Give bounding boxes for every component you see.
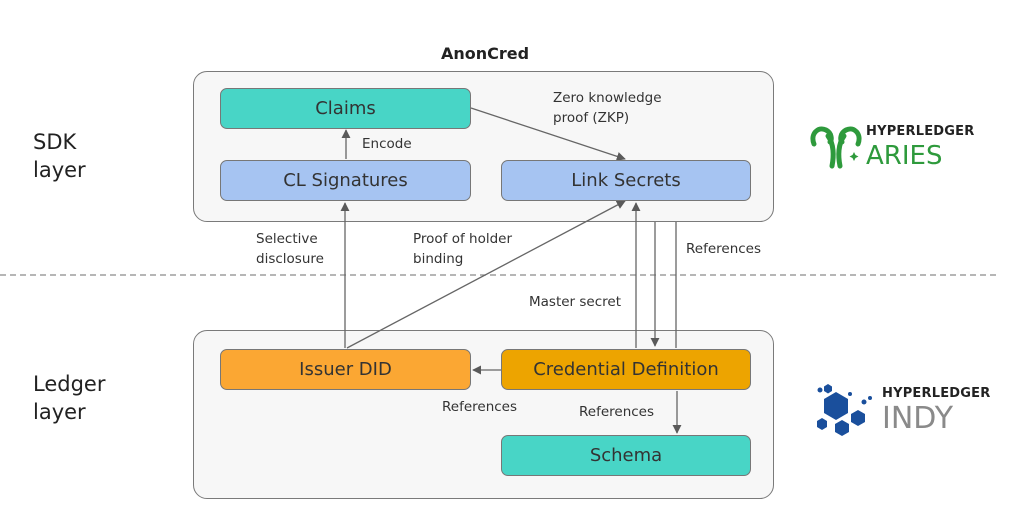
indy-name-text: INDY [882, 401, 954, 436]
references-top-label: References [686, 241, 762, 257]
references-schema-label: References [579, 404, 655, 420]
master-secret-label: Master secret [529, 294, 622, 310]
indy-hyperledger-text: HYPERLEDGER [882, 386, 991, 401]
sdk-layer-line2: layer [33, 158, 86, 182]
zkp-label: Zero knowledge proof (ZKP) [553, 88, 662, 128]
ledger-layer-line2: layer [33, 400, 86, 424]
schema-node: Schema [501, 435, 751, 476]
sdk-layer-line1: SDK [33, 130, 77, 154]
references-issuer-label: References [442, 399, 518, 415]
ledger-layer-label: Ledger layer [33, 370, 105, 426]
holder-binding-line1: Proof of holder [413, 231, 513, 247]
hyperledger-indy-logo: HYPERLEDGER INDY [814, 380, 1004, 440]
claims-node: Claims [220, 88, 471, 129]
zkp-label-line2: proof (ZKP) [553, 110, 630, 126]
selective-disclosure-line2: disclosure [256, 251, 324, 267]
diagram-title: AnonCred [440, 44, 530, 63]
holder-binding-line2: binding [413, 251, 464, 267]
sdk-layer-label: SDK layer [33, 128, 86, 184]
credential-definition-node: Credential Definition [501, 349, 751, 390]
selective-disclosure-label: Selective disclosure [256, 229, 324, 269]
encode-label: Encode [362, 136, 412, 152]
aries-hyperledger-text: HYPERLEDGER [866, 124, 975, 139]
holder-binding-arrow [346, 200, 626, 349]
indy-hexagon-icon [817, 384, 872, 436]
aries-ram-icon [810, 126, 862, 169]
selective-disclosure-line1: Selective [256, 231, 318, 247]
zkp-label-line1: Zero knowledge [553, 90, 662, 106]
link-secrets-node: Link Secrets [501, 160, 751, 201]
aries-name-text: ARIES [866, 141, 943, 171]
zkp-arrow [470, 107, 626, 161]
ledger-layer-line1: Ledger [33, 372, 106, 396]
holder-binding-label: Proof of holder binding [413, 229, 512, 269]
hyperledger-aries-logo: HYPERLEDGER ARIES [808, 118, 988, 174]
cl-signatures-node: CL Signatures [220, 160, 471, 201]
issuer-did-node: Issuer DID [220, 349, 471, 390]
